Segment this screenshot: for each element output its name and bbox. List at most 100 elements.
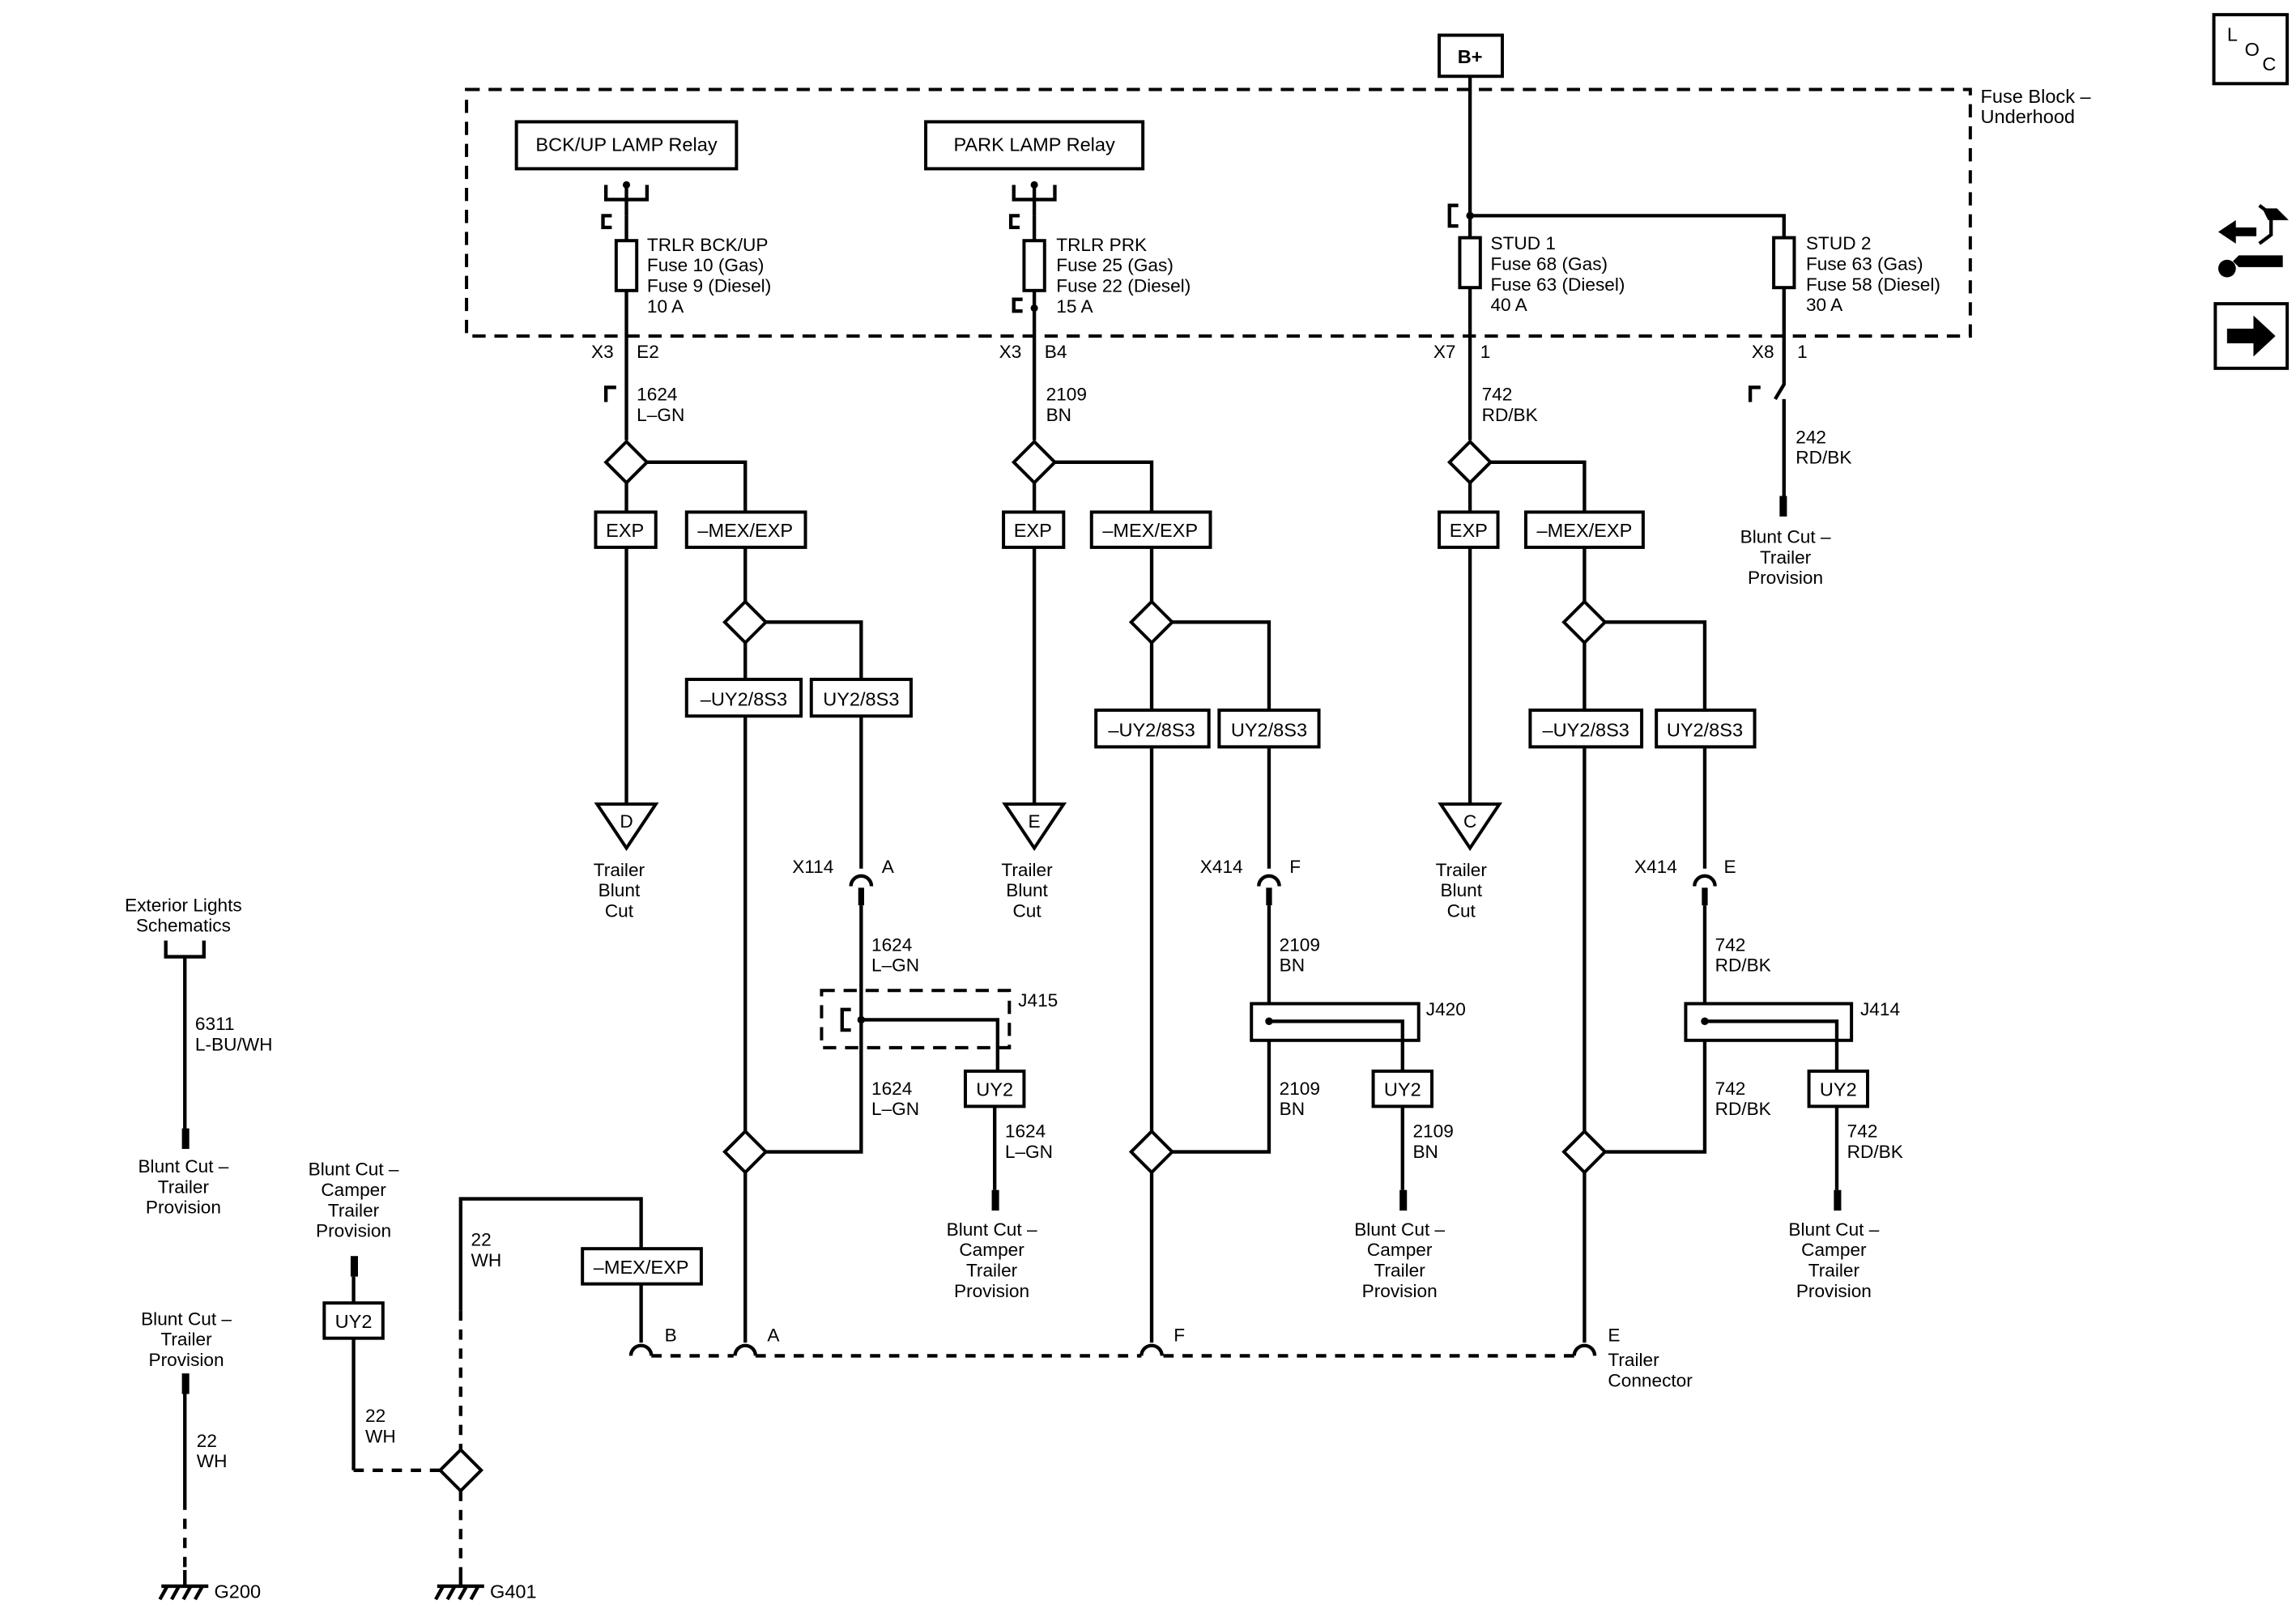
trailer-pin-e: E (1608, 1325, 1620, 1345)
trailer-4-line-1: Blunt Cut – (1740, 526, 1831, 547)
exp-label-3: EXP (1450, 520, 1488, 541)
camper-g-line-3: Trailer (328, 1200, 380, 1220)
mex-exp-label-4: –MEX/EXP (594, 1257, 689, 1278)
x414-e-pin: E (1724, 857, 1736, 877)
exp-label-1: EXP (606, 520, 644, 541)
wire-22-color-c: WH (197, 1451, 228, 1471)
x414-f-name: X414 (1200, 857, 1243, 877)
camper-g-line-2: Camper (321, 1180, 386, 1200)
fuse-1-rating: 10 A (647, 296, 684, 317)
circuit-742: 742 RD/BK EXP –MEX/EXP –UY2/8S3 UY2/8S3 … (1436, 335, 1903, 1343)
option-split-2 (722, 599, 769, 645)
exterior-lights-line-1: Exterior Lights (125, 895, 242, 915)
j415-label: J415 (1018, 990, 1058, 1011)
mex-exp-label-3: –MEX/EXP (1537, 520, 1633, 541)
option-join-3 (1561, 1129, 1608, 1175)
camper-3-line-3: Trailer (1808, 1261, 1860, 1281)
offpage-c-line-3: Cut (1447, 901, 1476, 921)
camper-2-line-3: Trailer (1374, 1261, 1426, 1281)
fuse-4-rating: 30 A (1806, 295, 1843, 315)
fuse-1-diesel: Fuse 9 (Diesel) (647, 276, 771, 296)
fuse-2-name: TRLR PRK (1056, 235, 1147, 255)
camper-1-line-1: Blunt Cut – (947, 1219, 1037, 1240)
uy2-label-1: UY2 (976, 1079, 1013, 1100)
fuse-block-label-2: Underhood (1981, 106, 2076, 127)
offpage-c (1438, 802, 1503, 852)
offpage-d-letter: D (620, 811, 633, 832)
mex-exp-label-2: –MEX/EXP (1102, 520, 1198, 541)
ground-g401-label: G401 (490, 1581, 537, 1602)
offpage-e-line-1: Trailer (1001, 860, 1053, 880)
wire-22-num-a: 22 (471, 1230, 491, 1250)
fuse-trlr-bckup: TRLR BCK/UP Fuse 10 (Gas) Fuse 9 (Diesel… (591, 215, 771, 362)
wire-2109-color-b: BN (1280, 955, 1305, 976)
fuse-4-gas: Fuse 63 (Gas) (1806, 253, 1923, 274)
loc-icon-o: O (2245, 39, 2260, 60)
j420-label: J420 (1426, 999, 1466, 1019)
camper-1-line-4: Provision (954, 1281, 1029, 1301)
camper-g-line-4: Provision (316, 1221, 391, 1241)
camper-1-line-2: Camper (959, 1240, 1024, 1260)
ground-g200-label: G200 (214, 1581, 261, 1602)
wire-242-num: 242 (1795, 427, 1826, 447)
park-lamp-relay-label: PARK LAMP Relay (953, 134, 1115, 155)
wire-22-color-a: WH (471, 1250, 501, 1270)
not-uy2-label-1: –UY2/8S3 (701, 689, 787, 710)
trailer-4-line-3: Provision (1748, 568, 1823, 588)
wire-22-color-b: WH (365, 1426, 396, 1446)
circuit-22-wh: 22 WH –MEX/EXP Blunt Cut – Camper Traile… (309, 1160, 703, 1602)
not-uy2-label-2: –UY2/8S3 (1108, 720, 1195, 741)
trailer-l2-line-1: Blunt Cut – (141, 1308, 232, 1329)
circuit-2109: 2109 BN EXP –MEX/EXP –UY2/8S3 UY2/8S3 E … (1001, 335, 1466, 1343)
wire-6311-color: L-BU/WH (195, 1035, 273, 1055)
camper-3-line-1: Blunt Cut – (1788, 1219, 1879, 1240)
right-arrow-icon[interactable] (2213, 302, 2290, 370)
wire-742-color-a: RD/BK (1482, 405, 1538, 425)
wire-742-color-c: RD/BK (1715, 1099, 1771, 1119)
wire-742-num-d: 742 (1847, 1121, 1878, 1141)
wire-742-num-c: 742 (1715, 1079, 1746, 1099)
wire-742-num-b: 742 (1715, 934, 1746, 955)
fuse-block-outline (465, 87, 1972, 338)
uy2-8s3-label-3: UY2/8S3 (1667, 720, 1743, 741)
exterior-lights-line-2: Schematics (136, 916, 231, 936)
connector-tool-icon[interactable] (2217, 203, 2289, 278)
fuse-block: Fuse Block – Underhood B+ (465, 33, 2092, 338)
camper-g-line-1: Blunt Cut – (309, 1160, 399, 1180)
wire-742-color-d: RD/BK (1847, 1142, 1903, 1162)
fuse-3-diesel: Fuse 63 (Diesel) (1490, 274, 1625, 295)
x114-pin: A (882, 857, 895, 877)
camper-3-line-4: Provision (1796, 1281, 1872, 1301)
wire-2109-color-d: BN (1412, 1142, 1438, 1162)
offpage-d-line-3: Cut (605, 901, 634, 921)
option-split-6 (1561, 599, 1608, 645)
camper-3-line-2: Camper (1801, 1240, 1867, 1260)
uy2-label-2: UY2 (1384, 1079, 1421, 1100)
fuse-3-name: STUD 1 (1490, 233, 1555, 253)
fuse-1-pin: E2 (637, 342, 659, 362)
x414-f-pin: F (1289, 857, 1301, 877)
wire-1624-color-b: L–GN (871, 955, 919, 976)
offpage-e-line-3: Cut (1012, 901, 1042, 921)
wire-2109-color-c: BN (1280, 1099, 1305, 1119)
trailer-pin-b: B (665, 1325, 677, 1345)
trailer-pin-a: A (767, 1325, 780, 1345)
wire-1624-color-c: L–GN (871, 1099, 919, 1119)
wire-2109-num-c: 2109 (1280, 1079, 1320, 1099)
offpage-d-line-1: Trailer (594, 860, 645, 880)
option-split-1 (603, 439, 650, 486)
trailer-l2-line-2: Trailer (160, 1330, 212, 1350)
fuse-3-rating: 40 A (1490, 295, 1527, 315)
trailer-connector-label-2: Connector (1608, 1370, 1693, 1390)
wire-1624-num-d: 1624 (1005, 1121, 1046, 1141)
option-split-5 (1446, 439, 1493, 486)
offpage-d-line-2: Blunt (598, 880, 641, 900)
camper-2-line-4: Provision (1362, 1281, 1438, 1301)
offpage-e-line-2: Blunt (1006, 880, 1048, 900)
fuse-1-gas: Fuse 10 (Gas) (647, 255, 765, 275)
backup-lamp-relay-label: BCK/UP LAMP Relay (535, 134, 717, 155)
fuse-2-rating: 15 A (1056, 296, 1093, 317)
circuit-242: 242 RD/BK Blunt Cut – Trailer Provision (1740, 335, 1851, 588)
fuse-trlr-prk: TRLR PRK Fuse 25 (Gas) Fuse 22 (Diesel) … (999, 215, 1191, 362)
loc-icon[interactable]: L O C (2212, 13, 2290, 86)
